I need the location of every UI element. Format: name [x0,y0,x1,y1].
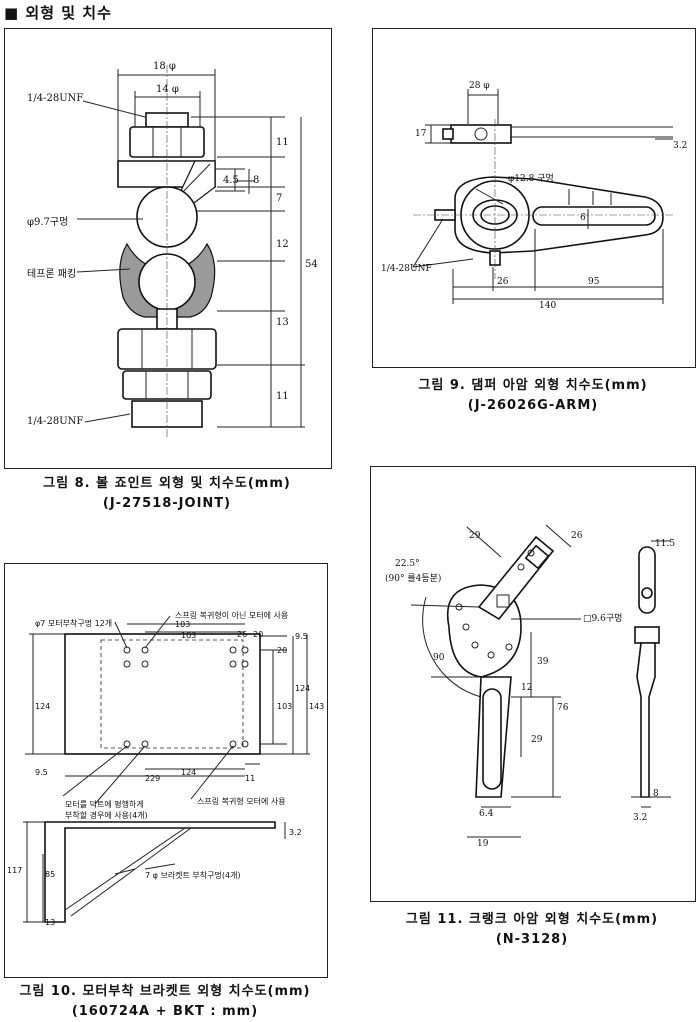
label-thread: 1/4-28UNF [381,264,432,274]
dim-76: 76 [557,703,569,713]
label-angle-note: (90° 를4등분) [385,574,442,584]
damper-arm-drawing [412,89,673,304]
label-hole: φ9.7구멍 [27,217,69,228]
header-bullet: ■ [4,4,20,22]
dim-19: 19 [477,839,489,849]
crank-arm-drawing [410,524,671,838]
figure-11-title: 그림 11. 크랭크 아암 외형 치수도(mm) [405,912,659,927]
dim-26: 26 [571,531,583,541]
dim-45: 4.5 [223,175,239,186]
dim-124-bottom: 124 [181,768,197,777]
dim-124-left: 124 [35,702,51,711]
figure-8-model: (J-27518-JOINT) [102,496,232,511]
dim-7: 7 [276,193,283,204]
dim-6: 6 [580,213,586,223]
dim-95: 95 [588,277,600,287]
dim-29: 29 [469,531,481,541]
dim-140: 140 [539,301,557,311]
dim-8: 8 [653,789,659,799]
header-title: 외형 및 치수 [25,4,112,22]
label-bracket-holes: 7 φ 브라켓트 부착구멍(4개) [145,871,241,880]
label-thread-top: 1/4-28UNF [27,93,84,104]
figure-9-caption: 그림 9. 댐퍼 아암 외형 치수도(mm) (J-26026G-ARM) [372,376,694,416]
dim-95-top: 9.5 [295,632,308,641]
dim-143: 143 [309,702,325,711]
figure-10-model: (160724A + BKT : mm) [71,1004,259,1019]
figure-8-panel: 18 φ 14 φ 1/4-28UNF φ9.7구멍 테프론 패킹 1/4-28… [4,28,332,469]
dim-14phi: 14 φ [156,84,179,95]
dim-13: 13 [276,317,289,328]
figure-10-panel: φ7 모터부착구멍 12개 스프링 복귀형이 아닌 모터에 사용 103 103… [4,563,328,978]
dim-85: 85 [45,870,56,879]
dim-54: 54 [305,259,318,270]
dim-26: 26 [237,630,248,639]
ball-joint-drawing [76,65,305,439]
dim-229: 229 [145,774,161,783]
label-angle: 22.5° [395,559,420,569]
label-holes-12: φ7 모터부착구멍 12개 [35,619,113,628]
dim-28phi: 28 φ [469,81,490,91]
label-square-hole: □9.6구멍 [583,614,623,624]
figure-11-panel: 29 26 11.5 22.5° (90° 를4등분) □9.6구멍 90 39… [370,466,696,902]
figure-9-panel: 28 φ 17 3.2 φ12.8 구멍 6 1/4-28UNF 26 95 1… [372,28,696,368]
label-spring: 스프링 복귀형 모터에 사용 [197,797,286,806]
dim-8: 8 [253,175,260,186]
dim-32: 3.2 [673,141,688,151]
dim-20-top: 20 [253,630,264,639]
figure-8-title: 그림 8. 볼 죠인트 외형 및 치수도(mm) [43,476,291,491]
dim-17: 17 [415,129,427,139]
dim-11: 11 [245,774,256,783]
figure-9-model: (J-26026G-ARM) [467,398,599,413]
dim-32: 3.2 [289,828,302,837]
figure-11-model: (N-3128) [495,932,569,947]
motor-bracket-drawing [23,615,310,923]
figure-10-title: 그림 10. 모터부착 브라켓트 외형 치수도(mm) [19,984,311,999]
figure-8-caption: 그림 8. 볼 죠인트 외형 및 치수도(mm) (J-27518-JOINT) [4,474,330,514]
dim-18phi: 18 φ [153,61,176,72]
dim-124-right: 124 [295,684,311,693]
dim-12: 12 [521,683,533,693]
label-parallel-1: 모터를 덕트에 평행하게 [65,800,144,809]
figure-9-title: 그림 9. 댐퍼 아암 외형 치수도(mm) [418,378,648,393]
label-thread-bottom: 1/4-28UNF [27,416,84,427]
dim-29-lower: 29 [531,735,543,745]
label-hole-128: φ12.8 구멍 [508,174,554,184]
dim-115: 11.5 [655,539,676,549]
dim-20-right: 20 [277,646,288,655]
dim-95-left: 9.5 [35,768,48,777]
label-teflon: 테프론 패킹 [27,269,77,280]
dim-11-bottom: 11 [276,391,289,402]
dim-39: 39 [537,657,549,667]
dim-103-b: 103 [181,631,197,640]
label-nonspring: 스프링 복귀형이 아닌 모터에 사용 [175,611,289,620]
dim-103-a: 103 [175,620,191,629]
dim-32-side: 3.2 [633,813,648,823]
dim-64: 6.4 [479,809,494,819]
section-header: ■ 외형 및 치수 [4,2,112,23]
dim-11-top: 11 [276,137,289,148]
dim-90: 90 [433,653,445,663]
dim-26: 26 [497,277,509,287]
dim-103-right: 103 [277,702,293,711]
figure-11-caption: 그림 11. 크랭크 아암 외형 치수도(mm) (N-3128) [370,910,694,950]
figure-10-caption: 그림 10. 모터부착 브라켓트 외형 치수도(mm) (160724A + B… [0,982,330,1022]
label-parallel-2: 부착할 경우에 사용(4개) [65,811,148,820]
dim-117: 117 [7,866,23,875]
dim-13: 13 [45,918,56,927]
dim-12: 12 [276,239,289,250]
